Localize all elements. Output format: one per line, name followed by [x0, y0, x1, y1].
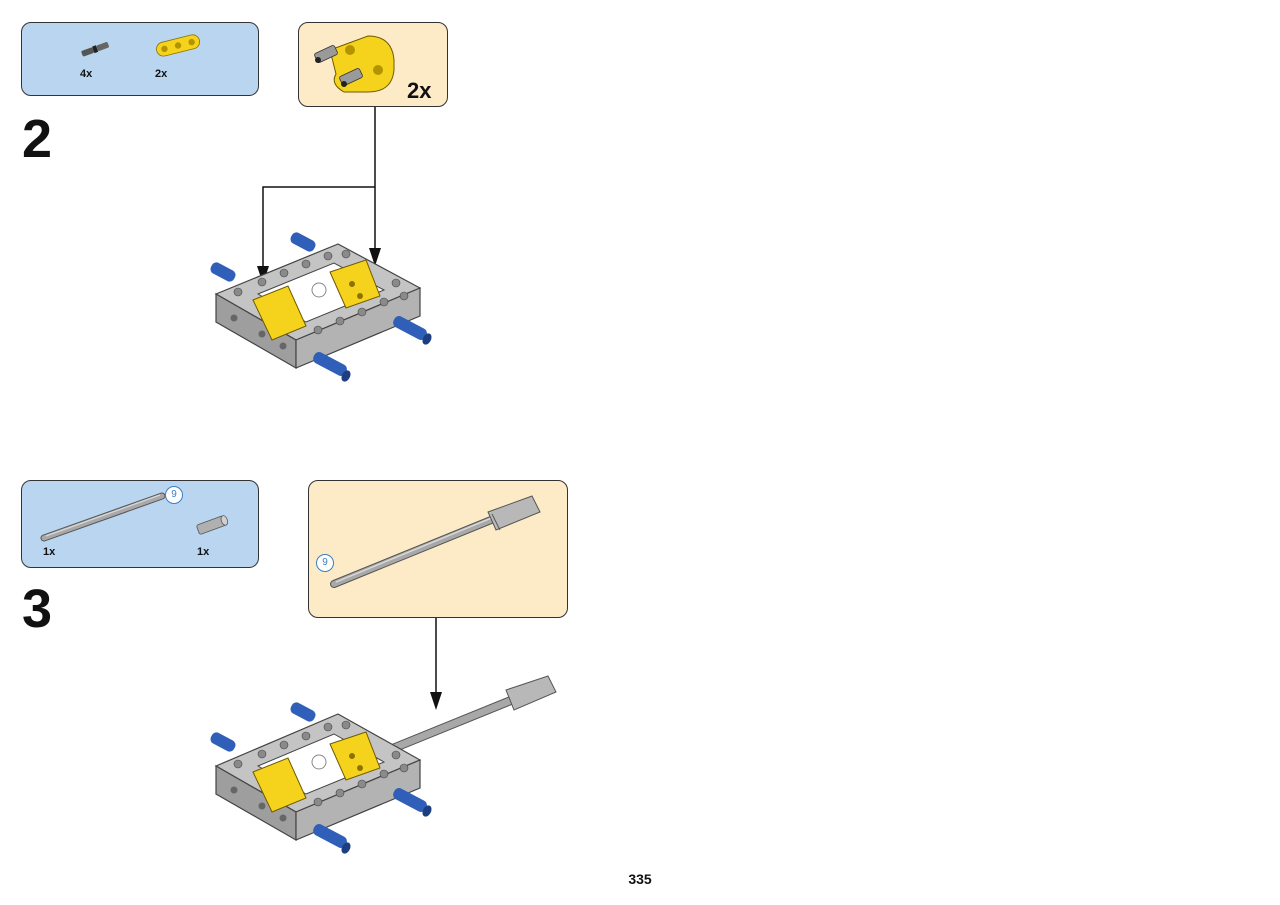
step2-number: 2	[22, 109, 52, 169]
step2-subassembly-qty: 2x	[407, 78, 432, 103]
step3-part2-qty: 1x	[197, 546, 210, 558]
step3-axle-length-badge: 9	[165, 486, 183, 504]
step3-part1-qty: 1x	[43, 546, 56, 558]
axle-with-connector-icon	[330, 495, 541, 588]
yellow-beam-icon	[156, 34, 200, 57]
connector-peg-icon	[81, 42, 109, 57]
step3-frame-model	[210, 675, 557, 854]
step2-part1-qty: 4x	[80, 68, 93, 80]
beam-with-pegs-icon	[314, 35, 395, 93]
page-number: 335	[628, 871, 652, 887]
axle-connector-icon	[196, 515, 229, 535]
step2-part2-qty: 2x	[155, 68, 168, 80]
step2-parts-panel	[21, 22, 259, 96]
step3-subassembly-length-badge: 9	[316, 554, 334, 572]
axle-icon	[40, 492, 166, 542]
step2-subassembly-panel	[298, 22, 448, 107]
step2-arrows	[262, 107, 376, 270]
step2-frame-model	[210, 232, 432, 382]
step3-number: 3	[22, 579, 52, 639]
